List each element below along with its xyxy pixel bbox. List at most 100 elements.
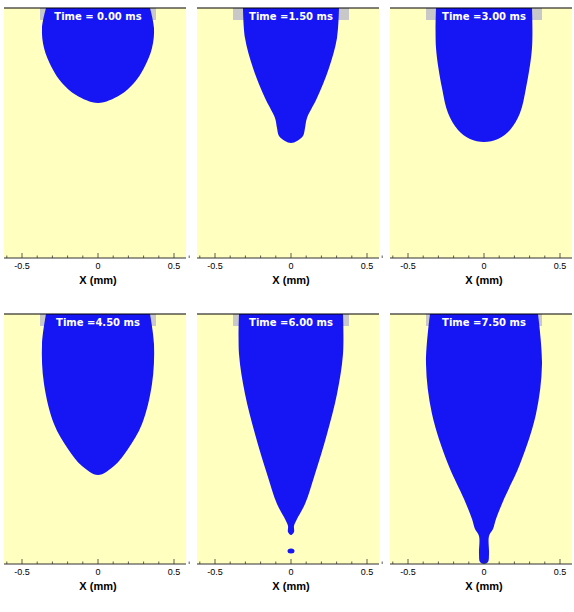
axis-tick: [230, 562, 231, 565]
axis-tick: [321, 562, 322, 565]
axis-tick: [544, 256, 545, 259]
plot-panel: [4, 8, 189, 258]
tick-label: 0: [95, 568, 100, 577]
tick-label: 0.5: [168, 262, 181, 271]
axis-tick: [199, 256, 200, 259]
axis-tick: [382, 562, 383, 565]
tick-label: 0: [95, 262, 100, 271]
liquid-jet: [426, 314, 542, 564]
top-boundary: [197, 313, 379, 314]
axis-tick: [367, 253, 368, 258]
axis-tick: [336, 562, 337, 565]
plot-background: [197, 314, 379, 564]
plot-panel: [197, 8, 382, 258]
axis-tick: [529, 256, 530, 259]
tick-label: -0.5: [400, 568, 416, 577]
axis-tick: [382, 256, 383, 259]
axis-tick: [215, 559, 216, 564]
axis-tick: [189, 562, 190, 565]
axis-tick: [438, 256, 439, 259]
axis-tick: [113, 256, 114, 259]
liquid-jet: [436, 8, 533, 142]
axis-tick: [468, 256, 469, 259]
axis-tick: [22, 253, 23, 258]
axis-tick: [82, 256, 83, 259]
tick-label: 0.5: [168, 568, 181, 577]
axis-tick: [174, 559, 175, 564]
axis-tick: [392, 256, 393, 259]
axis-tick: [189, 256, 190, 259]
axis-title: X (mm): [465, 275, 502, 286]
top-boundary: [4, 313, 186, 314]
axis-tick: [52, 256, 53, 259]
axis-tick: [367, 559, 368, 564]
axis-tick: [245, 562, 246, 565]
axis-tick: [143, 256, 144, 259]
axis-title: X (mm): [272, 581, 309, 592]
axis-tick: [37, 562, 38, 565]
axis-title: X (mm): [79, 275, 116, 286]
axis-tick: [52, 562, 53, 565]
axis-tick: [260, 562, 261, 565]
axis-tick: [199, 562, 200, 565]
axis-tick: [230, 256, 231, 259]
time-label: Time =3.00 ms: [442, 12, 526, 22]
tick-label: -0.5: [14, 262, 30, 271]
axis-tick: [438, 562, 439, 565]
time-label: Time =1.50 ms: [249, 12, 333, 22]
axis-tick: [306, 256, 307, 259]
top-boundary: [4, 7, 186, 8]
tick-label: -0.5: [207, 262, 223, 271]
axis-tick: [158, 256, 159, 259]
plot-panel: [4, 314, 189, 564]
axis-tick: [215, 253, 216, 258]
axis-tick: [82, 562, 83, 565]
axis-title: X (mm): [465, 581, 502, 592]
axis-tick: [143, 562, 144, 565]
axis-tick: [291, 559, 292, 564]
plot-panel: [197, 314, 382, 564]
axis-tick: [128, 562, 129, 565]
axis-tick: [408, 559, 409, 564]
axis-tick: [529, 562, 530, 565]
axis-tick: [468, 562, 469, 565]
axis-tick: [392, 562, 393, 565]
liquid-jet: [42, 8, 154, 103]
satellite-drop: [288, 549, 295, 554]
axis-tick: [544, 562, 545, 565]
liquid-jet: [243, 8, 339, 143]
axis-tick: [484, 559, 485, 564]
axis-tick: [98, 253, 99, 258]
tick-label: -0.5: [207, 568, 223, 577]
axis-tick: [336, 256, 337, 259]
axis-tick: [174, 253, 175, 258]
tick-label: 0: [481, 262, 486, 271]
axis-tick: [499, 562, 500, 565]
time-label: Time =4.50 ms: [56, 318, 140, 328]
tick-label: 0: [288, 262, 293, 271]
axis-tick: [98, 559, 99, 564]
top-boundary: [390, 7, 572, 8]
tick-label: 0.5: [361, 262, 374, 271]
plot-panel: [390, 314, 574, 564]
liquid-jet: [239, 314, 344, 535]
axis-tick: [6, 256, 7, 259]
axis-tick: [453, 562, 454, 565]
axis-title: X (mm): [79, 581, 116, 592]
top-boundary: [390, 313, 572, 314]
axis-tick: [321, 256, 322, 259]
plot-background: [197, 8, 379, 258]
top-boundary: [197, 7, 379, 8]
tick-label: -0.5: [14, 568, 30, 577]
axis-tick: [260, 256, 261, 259]
axis-tick: [514, 562, 515, 565]
liquid-jet: [42, 314, 154, 475]
axis-tick: [560, 253, 561, 258]
axis-tick: [67, 562, 68, 565]
axis-tick: [67, 256, 68, 259]
tick-label: 0: [288, 568, 293, 577]
axis-tick: [351, 562, 352, 565]
plot-background: [4, 314, 186, 564]
axis-tick: [291, 253, 292, 258]
